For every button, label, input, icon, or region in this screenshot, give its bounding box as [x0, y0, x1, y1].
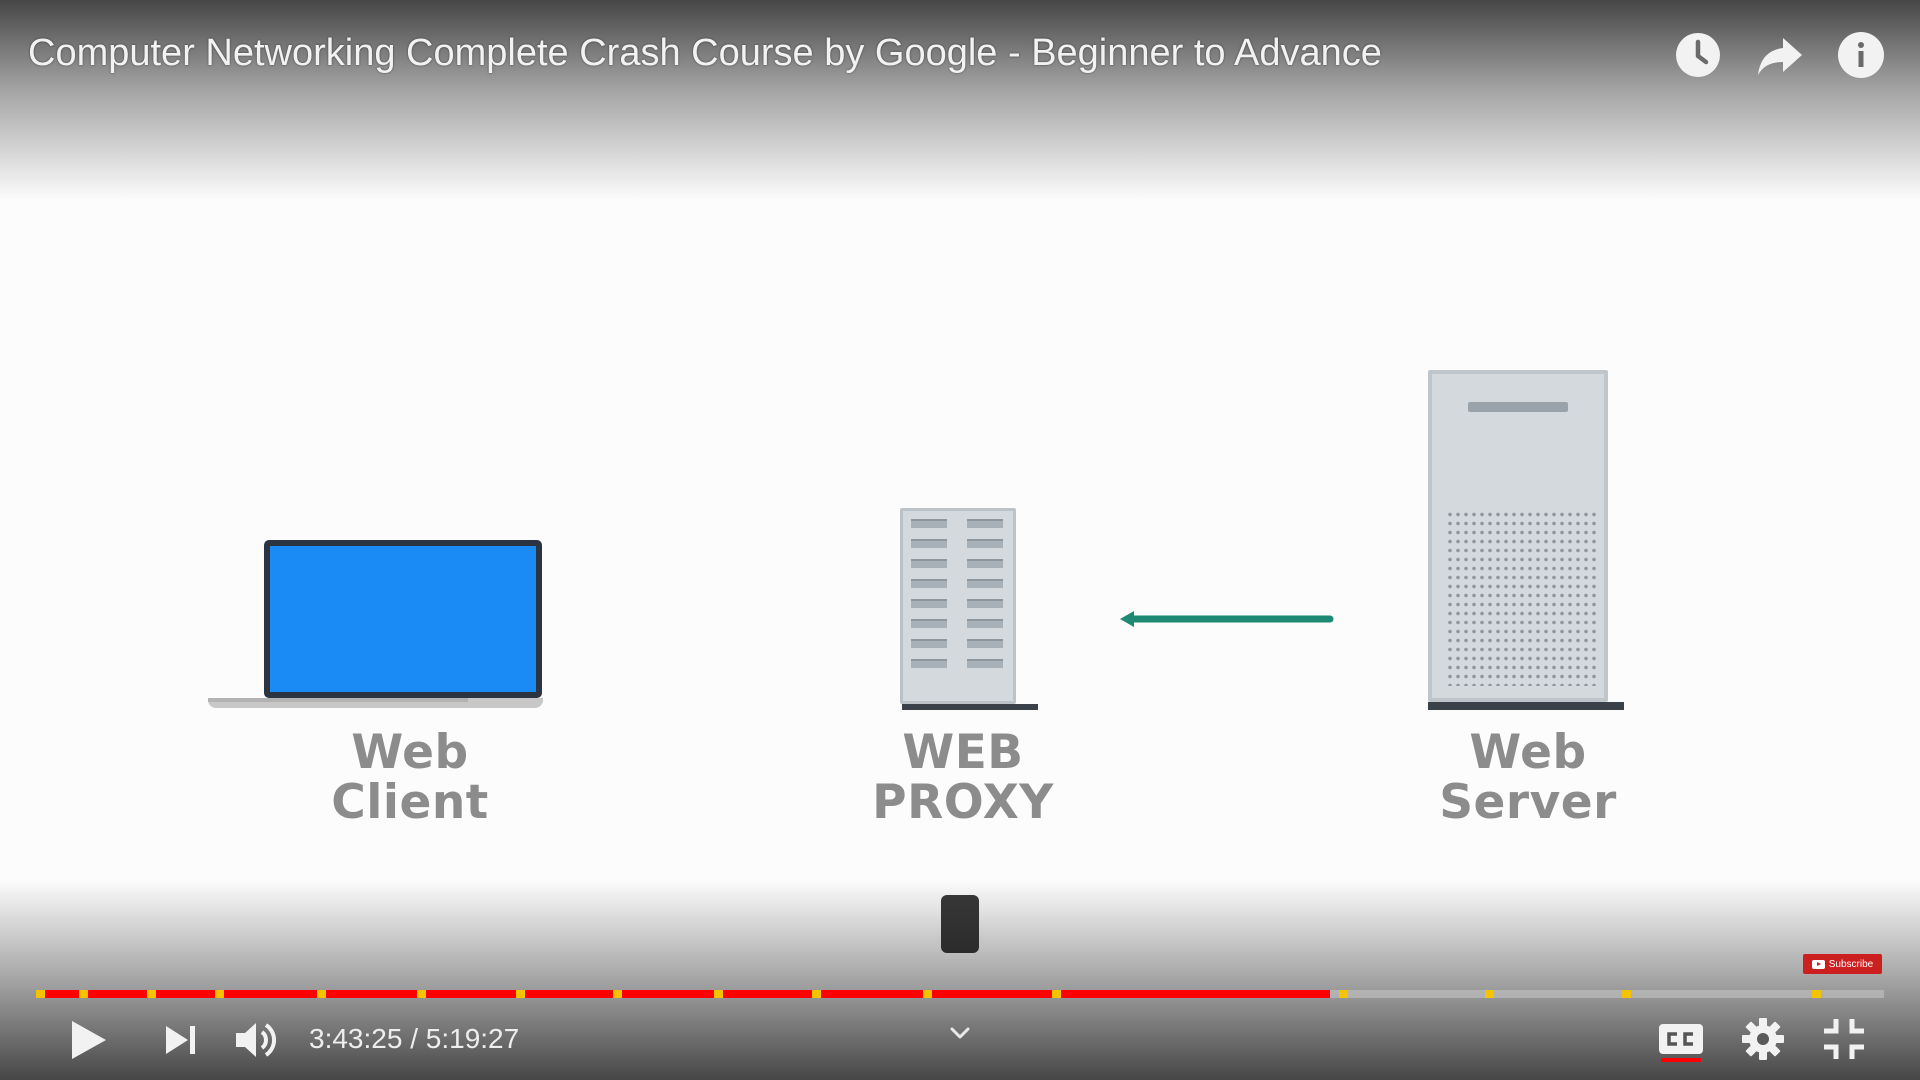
time-separator: /: [402, 1023, 426, 1054]
web-client-label-line2: Client: [331, 775, 489, 830]
video-title[interactable]: Computer Networking Complete Crash Cours…: [28, 32, 1382, 74]
chevron-down-icon[interactable]: [944, 1020, 976, 1046]
chapter-marker: [923, 990, 933, 998]
progress-bar[interactable]: [36, 990, 1884, 998]
web-client-label: Web Client: [300, 728, 520, 828]
chapter-marker: [36, 990, 45, 998]
chapter-markers: [36, 990, 1884, 998]
time-display: 3:43:25 / 5:19:27: [309, 1020, 519, 1058]
youtube-logo-icon: [1811, 959, 1825, 969]
web-server-label-line2: Server: [1439, 775, 1617, 830]
web-proxy-label-line2: PROXY: [872, 775, 1054, 830]
play-button[interactable]: [66, 1016, 110, 1064]
web-server-label-line1: Web: [1469, 725, 1587, 780]
current-time: 3:43:25: [309, 1023, 403, 1054]
share-icon[interactable]: [1755, 30, 1805, 80]
chapter-marker: [215, 990, 225, 998]
chapter-marker: [516, 990, 526, 998]
web-client-label-line1: Web: [351, 725, 469, 780]
cc-button[interactable]: [1657, 1020, 1705, 1064]
chapter-marker: [1338, 990, 1348, 998]
chapter-marker: [1484, 990, 1494, 998]
duration: 5:19:27: [425, 1023, 520, 1054]
watch-later-icon[interactable]: [1673, 30, 1723, 80]
next-icon: [166, 1026, 195, 1054]
cc-icon: [1659, 1024, 1703, 1062]
chapter-marker: [146, 990, 156, 998]
web-server-illustration: [1428, 370, 1624, 712]
chapter-marker: [812, 990, 822, 998]
next-button[interactable]: [160, 1020, 200, 1060]
info-icon[interactable]: [1836, 30, 1886, 80]
subscribe-label: Subscribe: [1828, 958, 1874, 970]
bottom-gradient: [0, 880, 1920, 1080]
exit-fullscreen-button[interactable]: [1820, 1016, 1868, 1062]
exit-fullscreen-icon: [1824, 1019, 1864, 1059]
chapter-marker: [416, 990, 426, 998]
chapter-marker: [78, 990, 88, 998]
chapter-marker: [612, 990, 622, 998]
chapter-marker: [316, 990, 326, 998]
left-arrow-icon: [1120, 611, 1334, 627]
volume-button[interactable]: [232, 1016, 282, 1064]
chapter-marker: [714, 990, 724, 998]
laptop-illustration: [208, 540, 543, 710]
top-gradient: [0, 0, 1920, 200]
volume-icon: [236, 1023, 276, 1057]
proxy-server-illustration: [900, 508, 1038, 710]
settings-button[interactable]: [1740, 1016, 1786, 1062]
chapter-marker: [1052, 990, 1062, 998]
settings-gear-icon: [1742, 1018, 1784, 1060]
web-server-label: Web Server: [1418, 728, 1638, 828]
chapter-marker: [1811, 990, 1821, 998]
web-proxy-label: WEB PROXY: [858, 728, 1068, 828]
play-icon: [72, 1021, 106, 1059]
chapter-marker: [1621, 990, 1631, 998]
subscribe-badge[interactable]: Subscribe: [1803, 954, 1882, 974]
web-proxy-label-line1: WEB: [902, 725, 1024, 780]
progress-played: [36, 990, 1330, 998]
